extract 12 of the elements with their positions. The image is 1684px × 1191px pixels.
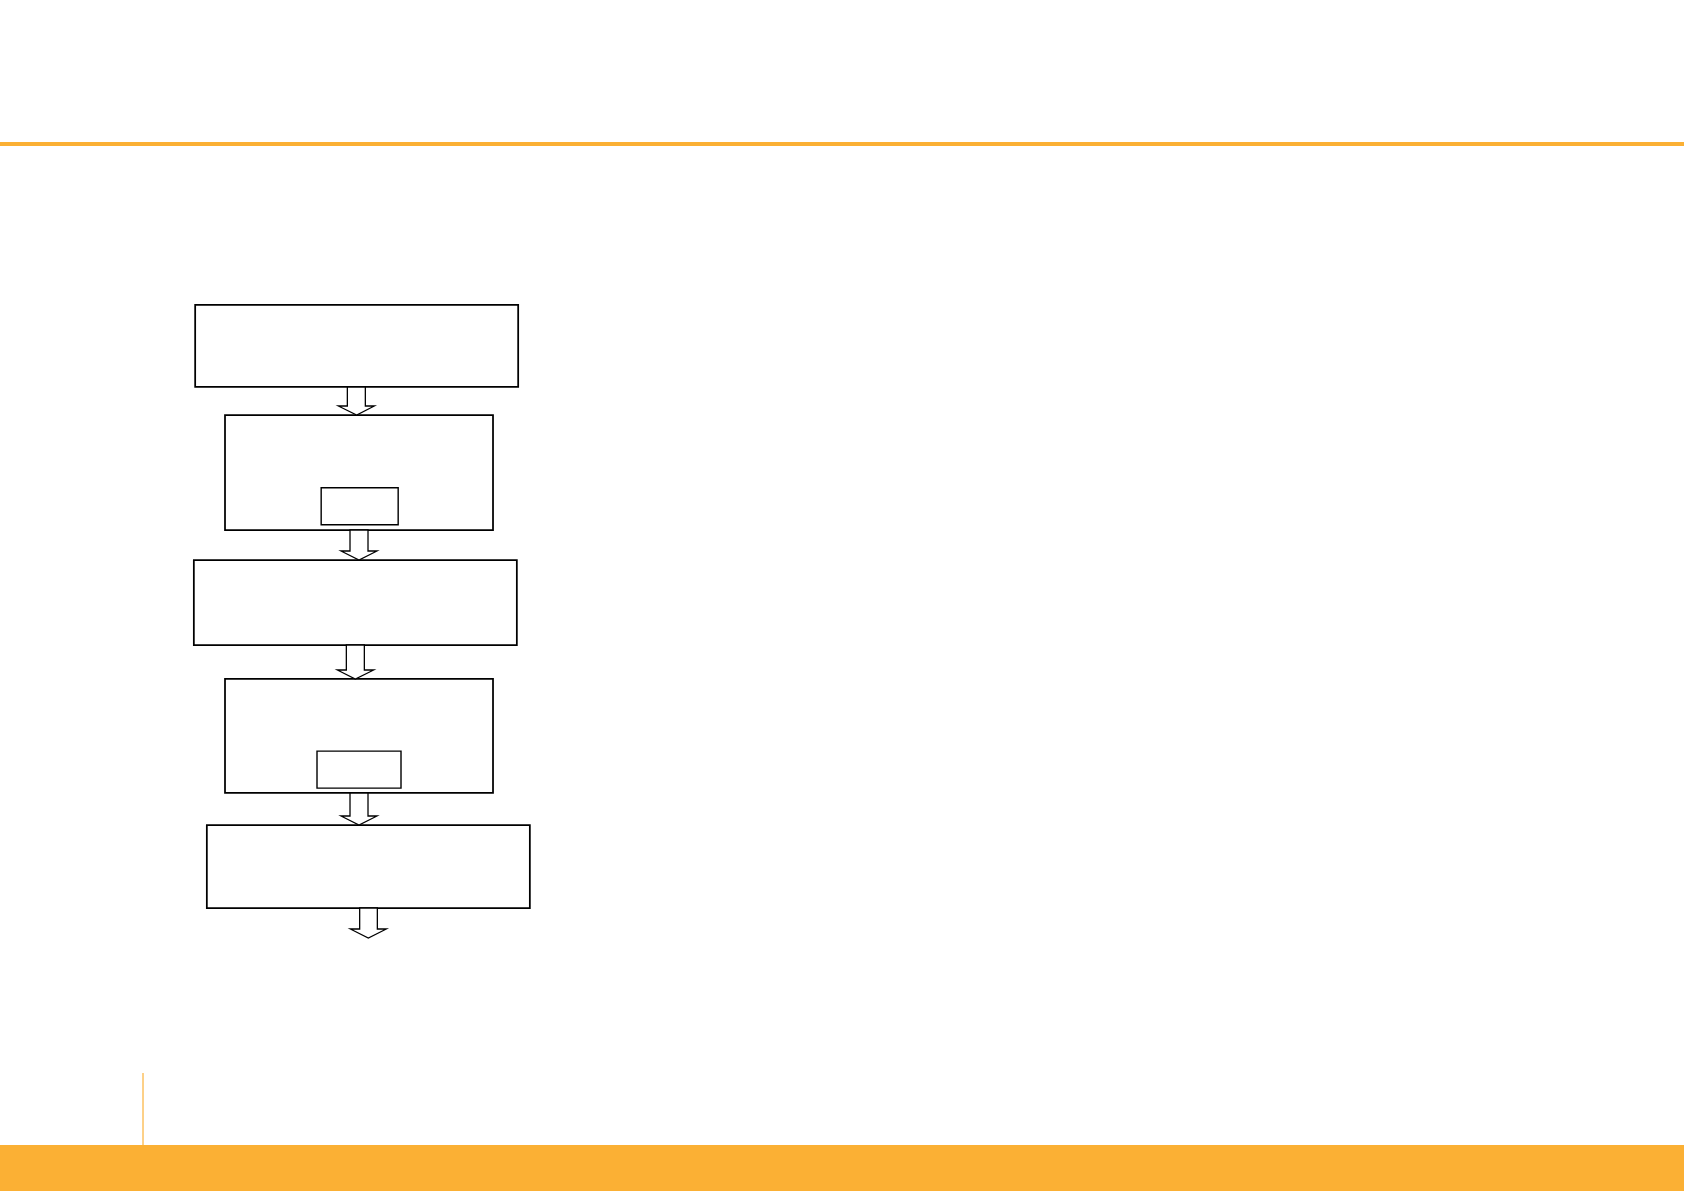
process-box	[224, 414, 494, 532]
block-arrow	[334, 644, 377, 680]
process-box	[224, 678, 494, 794]
process-box	[194, 304, 520, 388]
block-arrow	[338, 792, 380, 826]
inner-box	[316, 750, 402, 789]
inner-box	[320, 487, 399, 526]
process-box	[192, 559, 518, 647]
block-arrow	[338, 529, 380, 561]
process-box	[205, 824, 531, 910]
block-arrow	[347, 907, 390, 939]
block-arrow	[335, 386, 378, 416]
